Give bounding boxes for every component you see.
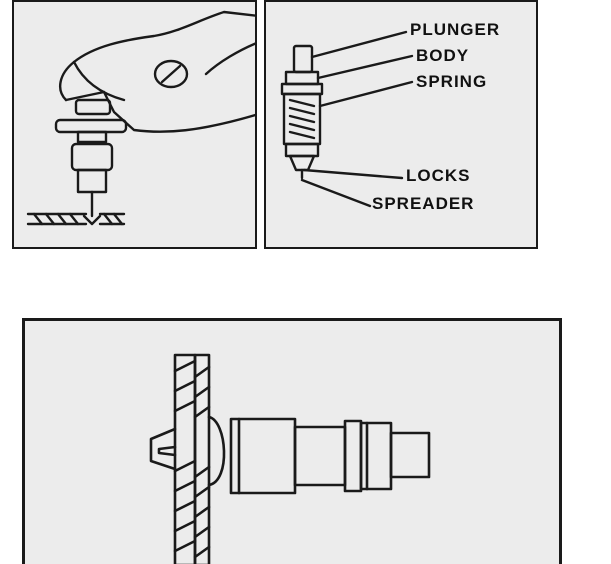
panel-parts-diagram: PLUNGER BODY SPRING LOCKS SPREADER [264, 0, 538, 249]
label-plunger: PLUNGER [410, 20, 501, 39]
installed-rivet-illustration [149, 353, 431, 564]
hand-tool-illustration [26, 10, 255, 226]
panel-installed-rivet [22, 318, 562, 564]
label-locks: LOCKS [406, 166, 471, 185]
label-body: BODY [416, 46, 470, 65]
label-spreader: SPREADER [372, 194, 475, 213]
panel-hand-installation [12, 0, 257, 249]
leader-plunger [310, 30, 408, 59]
rivet-parts-illustration [280, 30, 414, 208]
label-spring: SPRING [416, 72, 488, 91]
